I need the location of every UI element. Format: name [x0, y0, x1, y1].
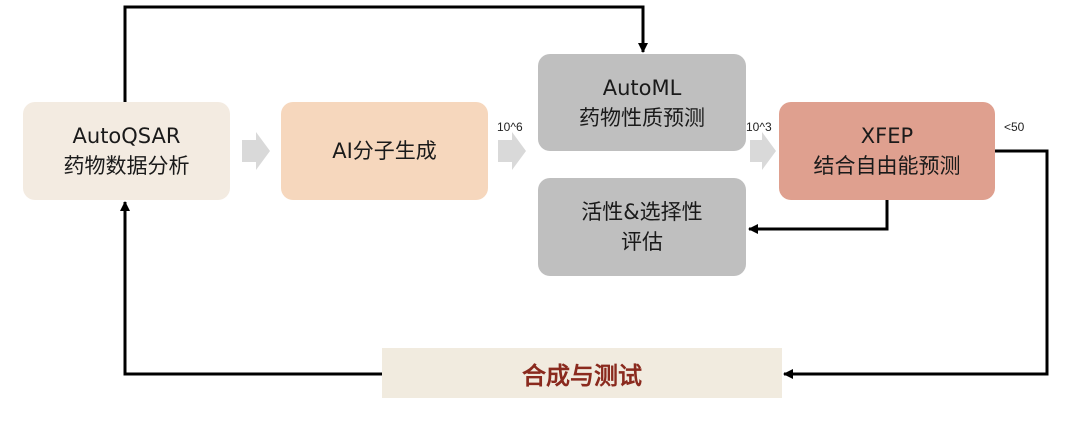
- node-synthesis-testing: 合成与测试: [382, 348, 782, 398]
- edge-label-automl-output: 10^3: [746, 120, 772, 134]
- edge-label-ai-output: 10^6: [497, 120, 523, 134]
- node-activity-selectivity: 活性&选择性 评估: [538, 178, 746, 276]
- connector-xfep-to-activity: [748, 200, 889, 234]
- connector-synthesis-to-autoqsar: [120, 201, 382, 376]
- node-ai-generation: AI分子生成: [281, 102, 488, 200]
- node-automl-title: AutoML: [602, 75, 682, 100]
- chevron-arrow-icon: [242, 132, 270, 170]
- node-activity-subtitle: 评估: [621, 230, 663, 254]
- node-activity-title: 活性&选择性: [581, 200, 703, 224]
- node-automl-subtitle: 药物性质预测: [579, 105, 705, 130]
- node-synthesis-label: 合成与测试: [522, 361, 642, 390]
- connector-xfep-to-synthesis: [783, 149, 1049, 379]
- node-autoqsar-subtitle: 药物数据分析: [63, 154, 190, 178]
- node-autoqsar-title: AutoQSAR: [72, 124, 181, 148]
- chevron-arrow-icon: [498, 132, 526, 170]
- node-autoqsar: AutoQSAR 药物数据分析: [23, 102, 230, 200]
- connector-autoqsar-to-automl: [123, 5, 648, 102]
- chevron-arrow-icon: [750, 132, 776, 170]
- node-xfep-title: XFEP: [860, 124, 914, 148]
- node-xfep: XFEP 结合自由能预测: [779, 102, 995, 200]
- node-xfep-subtitle: 结合自由能预测: [813, 154, 961, 178]
- node-automl: AutoML 药物性质预测: [538, 54, 746, 151]
- edge-label-xfep-output: <50: [1004, 120, 1025, 134]
- node-ai-generation-title: AI分子生成: [332, 139, 437, 163]
